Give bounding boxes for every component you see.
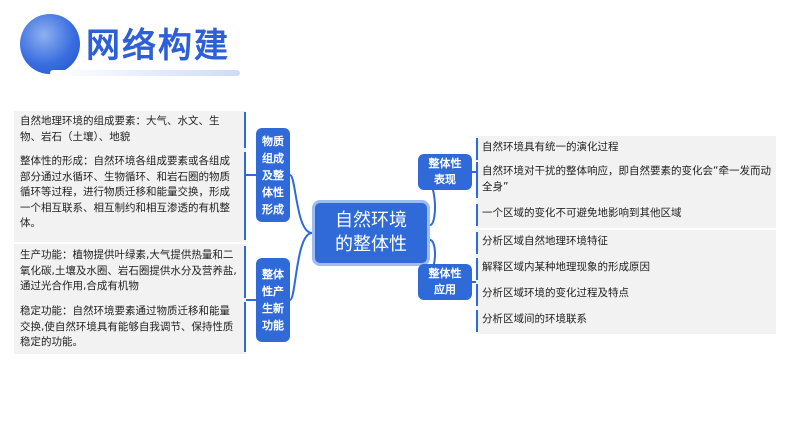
- right-bottom-item-1: 分析区域自然地理环境特征: [476, 232, 776, 254]
- connector-center-left-bottom: [289, 232, 313, 301]
- right-bottom-panel: [476, 230, 776, 334]
- branch-new-function: 整体 性产 生新 功能: [256, 258, 290, 342]
- left-top-item-1: 自然地理环境的组成要素：大气、水文、生物、岩石（土壤）、地貌: [16, 112, 246, 148]
- connector-center-left-top: [289, 174, 313, 234]
- branch-material-composition-label: 物质 组成 及整 体性 形成: [262, 134, 284, 216]
- header-circle-decoration: [20, 14, 80, 74]
- central-topic: 自然环境 的整体性: [312, 200, 430, 266]
- branch-material-composition: 物质 组成 及整 体性 形成: [256, 128, 290, 222]
- left-top-item-2: 整体性的形成：自然环境各组成要素或各组成部分通过水循环、生物循环、和岩石圈的物质…: [16, 152, 246, 240]
- branch-performance-label: 整体性 表现: [428, 157, 462, 186]
- branch-new-function-label: 整体 性产 生新 功能: [262, 268, 284, 332]
- right-bottom-item-4: 分析区域间的环境联系: [476, 310, 776, 332]
- right-top-item-2: 自然环境对干扰的整体响应，即自然要素的变化会“牵一发而动全身”: [476, 162, 776, 198]
- right-top-item-1: 自然环境具有统一的演化过程: [476, 138, 776, 160]
- branch-performance: 整体性 表现: [418, 154, 472, 190]
- left-top-panel: [14, 111, 246, 242]
- right-top-item-3: 一个区域的变化不可避免地影响到其他区域: [476, 204, 776, 226]
- header-underline: [50, 70, 240, 76]
- right-bottom-item-2: 解释区域内某种地理现象的形成原因: [476, 258, 776, 280]
- left-bottom-item-2: 稳定功能：自然环境要素通过物质迁移和能量交换,使自然环境具有能够自我调节、保持性…: [16, 302, 246, 352]
- right-top-panel: [476, 136, 776, 228]
- left-bottom-panel: [14, 244, 246, 354]
- central-topic-label: 自然环境 的整体性: [335, 210, 407, 255]
- page-title: 网络构建: [86, 26, 230, 66]
- right-bottom-item-3: 分析区域环境的变化过程及特点: [476, 284, 776, 306]
- left-bottom-item-1: 生产功能：植物提供叶绿素,大气提供热量和二氧化碳,土壤及水圈、岩石圈提供水分及营…: [16, 246, 246, 298]
- branch-application-label: 整体性 应用: [428, 267, 462, 296]
- branch-application: 整体性 应用: [418, 264, 472, 300]
